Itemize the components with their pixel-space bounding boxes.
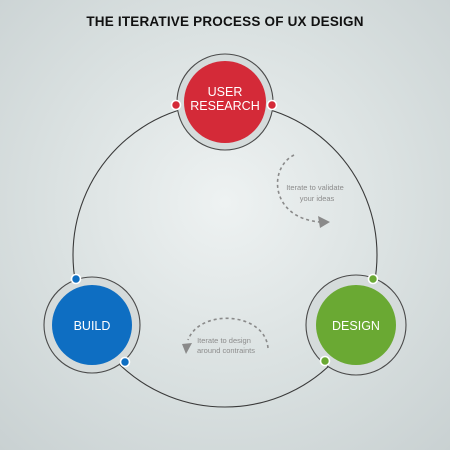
- node-design: DESIGN: [305, 274, 407, 376]
- node-disc: [316, 285, 396, 365]
- connector-dot-green: [319, 355, 331, 367]
- connector-dot-red: [170, 99, 182, 111]
- dashed-arrow-path: [276, 154, 321, 223]
- iterate-design-note: Iterate to design around contraints: [182, 317, 269, 355]
- node-label-line: BUILD: [74, 319, 111, 333]
- arrowhead-icon: [318, 216, 330, 228]
- node-disc: [52, 285, 132, 365]
- note-line: Iterate to validate: [286, 183, 344, 192]
- arrowhead-icon: [182, 343, 192, 354]
- note-line: your ideas: [300, 194, 335, 203]
- dashed-arrow-path: [187, 317, 269, 349]
- node-user-research: USER RESEARCH: [176, 53, 274, 151]
- connector-dot-blue: [70, 273, 82, 285]
- connector-dot-blue: [119, 356, 131, 368]
- iterate-validate-note: Iterate to validate your ideas: [276, 154, 344, 228]
- node-label-line: USER: [208, 85, 243, 99]
- note-line: Iterate to design: [197, 336, 251, 345]
- node-disc: [184, 61, 266, 143]
- connector-dot-red: [266, 99, 278, 111]
- node-build: BUILD: [43, 276, 141, 374]
- note-line: around contraints: [197, 346, 255, 355]
- connector-dot-green: [367, 273, 379, 285]
- diagram-title: THE ITERATIVE PROCESS OF UX DESIGN: [86, 14, 364, 29]
- node-label-line: DESIGN: [332, 319, 380, 333]
- connector-dots: [70, 99, 379, 368]
- node-label-line: RESEARCH: [190, 99, 259, 113]
